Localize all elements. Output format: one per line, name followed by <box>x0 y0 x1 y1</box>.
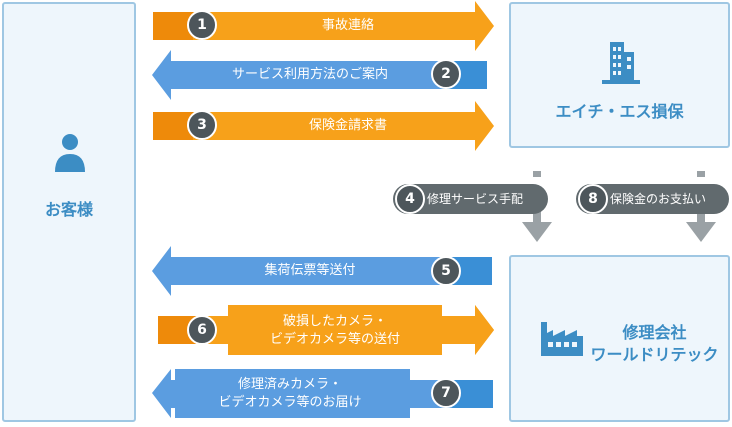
step-8-badge: 8 <box>578 184 608 214</box>
arrow-6 <box>158 305 494 355</box>
insurer-box: エイチ・エス損保 <box>509 2 730 148</box>
customer-box: お客様 <box>2 2 136 422</box>
step-3-badge: 3 <box>187 110 217 140</box>
arrow-1 <box>153 1 494 51</box>
arrow-7 <box>152 369 493 418</box>
step-2-label: サービス利用方法のご案内 <box>231 67 388 82</box>
step-8-label: 保険金のお支払い <box>610 192 707 206</box>
arrow-6-head <box>441 305 494 355</box>
step-1-badge: 1 <box>187 10 217 40</box>
arrow-3 <box>153 101 494 151</box>
step-2-badge: 2 <box>431 59 461 89</box>
step-3-label: 保険金請求書 <box>308 118 387 133</box>
arrow-1-tail <box>153 12 193 40</box>
arrow-5 <box>152 246 492 296</box>
insurer-label: エイチ・エス損保 <box>555 102 684 121</box>
customer-label: お客様 <box>44 200 93 219</box>
step-7-label-line2: ビデオカメラ等のお届け <box>218 395 362 410</box>
step-5-label: 集荷伝票等送付 <box>264 263 356 278</box>
step-6-badge: 6 <box>187 315 217 345</box>
step-8-pill: 8 保険金のお支払い <box>576 184 729 214</box>
repair-label-line2: ワールドリテック <box>590 345 719 364</box>
down-arrow-8 <box>686 171 716 242</box>
factory-icon <box>541 322 583 356</box>
down-arrow-4 <box>522 171 552 242</box>
step-4-badge: 4 <box>395 184 425 214</box>
step-6-label-line1: 破損したカメラ・ <box>282 314 387 329</box>
step-5-badge: 5 <box>431 256 461 286</box>
person-icon <box>55 134 85 172</box>
step-7-badge: 7 <box>431 378 461 408</box>
step-1-label: 事故連絡 <box>321 18 374 33</box>
step-6-label-line2: ビデオカメラ等の送付 <box>269 332 400 347</box>
arrow-2 <box>152 50 487 100</box>
step-7-label-line1: 修理済みカメラ・ <box>237 377 342 392</box>
step-4-label: 修理サービス手配 <box>427 192 524 206</box>
repair-box: 修理会社 ワールドリテック <box>509 255 730 422</box>
arrow-3-tail <box>153 112 193 140</box>
step-4-pill: 4 修理サービス手配 <box>393 184 548 214</box>
building-icon <box>602 42 640 84</box>
repair-label-line1: 修理会社 <box>622 323 687 342</box>
